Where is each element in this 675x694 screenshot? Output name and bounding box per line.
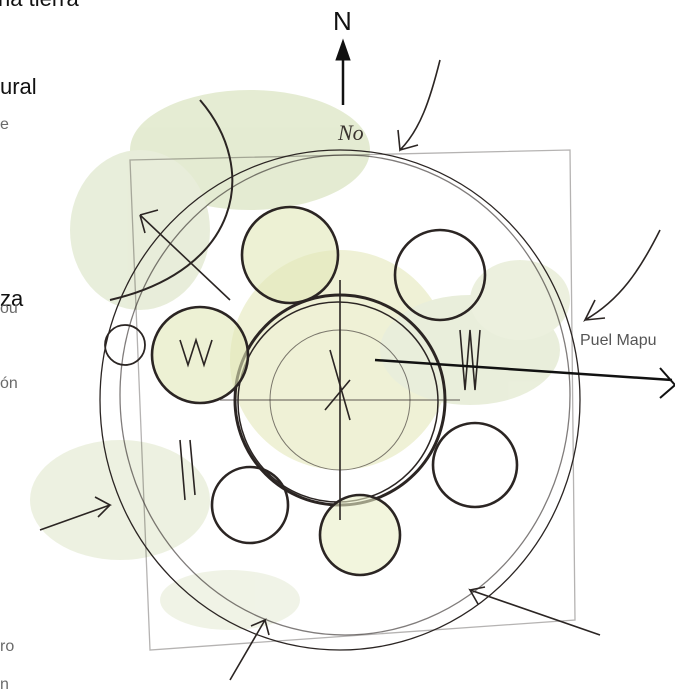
heading-partial-3: za [0,286,24,311]
text-partial-6: ro [0,638,15,655]
title-partial: na tierra [0,0,79,12]
outer-boundary [99,149,581,651]
text-partial-5: ón [0,375,18,392]
text-partial-2: e [0,116,9,133]
text-partial-4: ou [0,300,18,317]
sketch-note: No [337,120,364,145]
left-arc [109,99,234,301]
heading-partial-1: ural [0,74,37,99]
north-label: N [333,6,352,36]
east-label: Puel Mapu [580,332,657,349]
sketch-strokes [39,59,661,681]
east-arrow-icon [374,358,675,399]
watercolor-wash [30,90,570,630]
north-arrow-icon [335,38,351,105]
text-partial-7: n [0,676,9,693]
